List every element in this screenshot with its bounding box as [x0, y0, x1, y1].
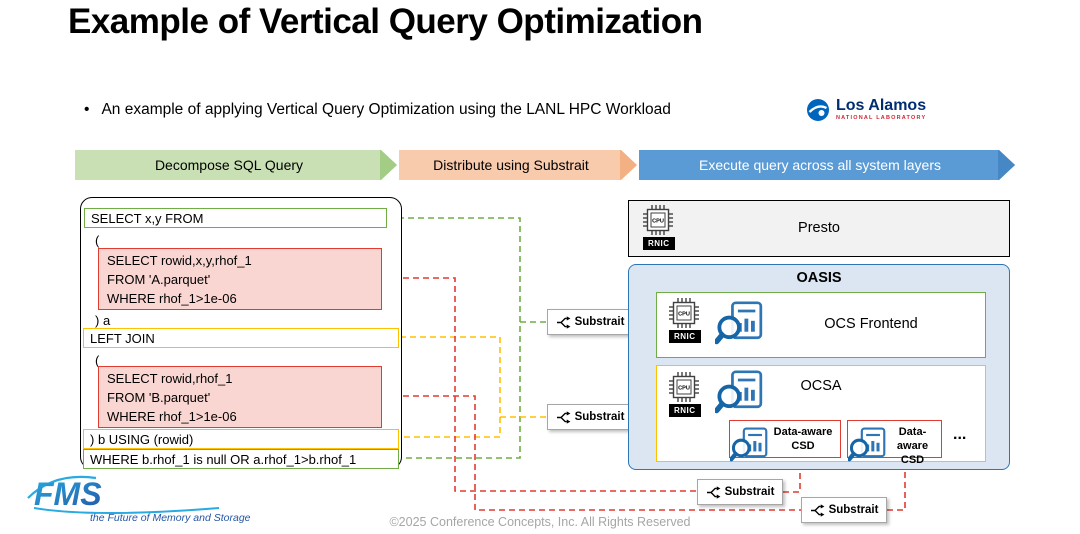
sql-subquery-b-line1: SELECT rowid,rhof_1 — [107, 371, 233, 386]
presto-layer-box: CPU RNIC Presto — [628, 200, 1010, 257]
sql-subquery-a-line3: WHERE rhof_1>1e-06 — [107, 291, 237, 306]
csd-label-line1: Data-aware — [773, 426, 833, 438]
sql-close-paren-b: ) b USING (rowid) — [83, 429, 399, 449]
ocsa-hardware-icons: CPU RNIC — [669, 372, 701, 417]
sql-query-box: SELECT x,y FROM ( SELECT rowid,x,y,rhof_… — [80, 197, 402, 469]
copyright-footer: ©2025 Conference Concepts, Inc. All Righ… — [389, 515, 691, 529]
cpu-chip-icon: CPU — [669, 298, 699, 328]
more-csd-ellipsis: ... — [953, 426, 967, 443]
cpu-chip-label: CPU — [678, 385, 690, 391]
search-report-icon — [848, 427, 886, 462]
fms-logo: FMS the Future of Memory and Storage — [24, 472, 284, 524]
substrait-node-3: Substrait — [697, 479, 783, 505]
fms-logo-mark: FMS — [27, 475, 220, 514]
branch-icon — [556, 410, 570, 424]
oasis-label: OASIS — [796, 270, 842, 286]
sql-subquery-b-line2: FROM 'B.parquet' — [107, 390, 211, 405]
cpu-chip-label: CPU — [678, 311, 690, 317]
fms-letters: FMS — [34, 476, 102, 512]
branch-icon — [556, 315, 570, 329]
banner-arrow-tip — [998, 150, 1015, 180]
ocs-frontend-box: CPU RNIC OCS Frontend — [656, 292, 986, 358]
csd-label-line1: Data-aware — [896, 426, 929, 452]
search-report-icon — [715, 370, 763, 414]
sql-subquery-b: SELECT rowid,rhof_1 FROM 'B.parquet' WHE… — [98, 366, 382, 428]
cpu-chip-label: CPU — [652, 218, 664, 224]
substrait-node-2: Substrait — [547, 404, 633, 430]
los-alamos-subtitle: NATIONAL LABORATORY — [836, 115, 927, 122]
sql-open-paren-a: ( — [95, 233, 100, 248]
csd-box-2: Data-aware CSD — [847, 420, 942, 466]
sql-subquery-a: SELECT rowid,x,y,rhof_1 FROM 'A.parquet'… — [98, 248, 382, 310]
sql-open-paren-b: ( — [95, 353, 100, 368]
los-alamos-logo: Los Alamos NATIONAL LABORATORY — [806, 98, 926, 122]
substrait-label: Substrait — [574, 316, 625, 328]
oasis-layer-box: OASIS CPU RNIC — [628, 264, 1010, 470]
sql-left-join: LEFT JOIN — [83, 328, 399, 348]
branch-icon — [706, 485, 720, 499]
sql-subquery-a-line1: SELECT rowid,x,y,rhof_1 — [107, 253, 252, 268]
presto-hardware-icons: CPU RNIC — [643, 205, 675, 250]
banner-label: Execute query across all system layers — [699, 157, 941, 173]
ocsa-label: OCSA — [800, 378, 842, 394]
banner-arrow-tip — [620, 150, 637, 180]
substrait-label: Substrait — [724, 486, 775, 498]
banner-label: Distribute using Substrait — [433, 157, 589, 173]
rnic-badge: RNIC — [643, 237, 675, 250]
los-alamos-name: Los Alamos — [836, 97, 927, 115]
page-title: Example of Vertical Query Optimization — [68, 2, 703, 41]
ocsa-box: CPU RNIC OCSA — [656, 365, 986, 466]
branch-icon — [810, 503, 824, 517]
substrait-node-1: Substrait — [547, 309, 633, 335]
csd-box-1: Data-aware CSD — [729, 420, 841, 462]
los-alamos-atom-icon — [807, 99, 829, 121]
ocs-frontend-hardware-icons: CPU RNIC — [669, 298, 701, 343]
cpu-chip-icon: CPU — [643, 205, 673, 235]
bullet-point: An example of applying Vertical Query Op… — [84, 101, 670, 119]
red-arrow-line-2 — [887, 464, 906, 511]
cpu-chip-icon: CPU — [669, 372, 699, 402]
ocs-frontend-label: OCS Frontend — [824, 316, 918, 332]
sql-subquery-a-line2: FROM 'A.parquet' — [107, 272, 211, 287]
substrait-node-4: Substrait — [801, 497, 887, 523]
presto-label: Presto — [798, 220, 840, 236]
banner-execute-query: Execute query across all system layers — [639, 150, 1015, 180]
substrait-label: Substrait — [828, 504, 879, 516]
sql-close-paren-a: ) a — [95, 313, 111, 328]
sql-select-outer: SELECT x,y FROM — [84, 208, 387, 228]
banner-decompose-sql-query: Decompose SQL Query — [75, 150, 397, 180]
sql-subquery-b-line3: WHERE rhof_1>1e-06 — [107, 409, 237, 424]
rnic-badge: RNIC — [669, 330, 701, 343]
substrait-label: Substrait — [574, 411, 625, 423]
rnic-badge: RNIC — [669, 404, 701, 417]
sql-where-outer: WHERE b.rhof_1 is null OR a.rhof_1>b.rho… — [83, 449, 399, 469]
banner-label: Decompose SQL Query — [154, 157, 304, 173]
csd-label-line2: CSD — [791, 440, 815, 452]
search-report-icon — [715, 301, 763, 345]
csd-label-line2: CSD — [900, 454, 925, 466]
banner-distribute-substrait: Distribute using Substrait — [399, 150, 637, 180]
search-report-icon — [730, 427, 768, 462]
fms-tagline: the Future of Memory and Storage — [90, 512, 251, 524]
banner-arrow-tip — [380, 150, 397, 180]
